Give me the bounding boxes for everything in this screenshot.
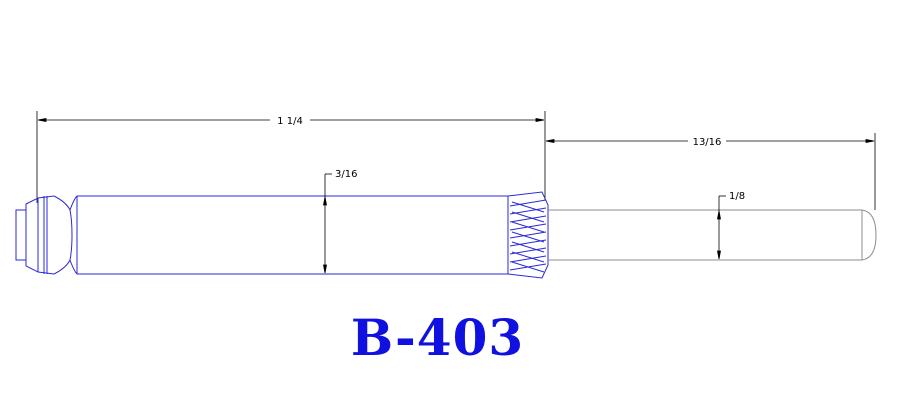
overall-length-label: 1 1/4 [277,116,303,127]
part-number-label: B-403 [350,308,525,367]
dimension-pin-diameter [717,195,726,260]
dimension-pin-length [545,133,876,210]
pin-tip [548,209,877,261]
dimension-overall-length [36,111,546,203]
pin-length-label: 13/16 [693,137,722,148]
pin-diameter-label: 1/8 [729,191,745,202]
body-diameter-label: 3/16 [335,169,357,180]
pin-body [15,191,549,279]
dimension-body-diameter [323,173,332,274]
left-end-cap [15,209,27,261]
